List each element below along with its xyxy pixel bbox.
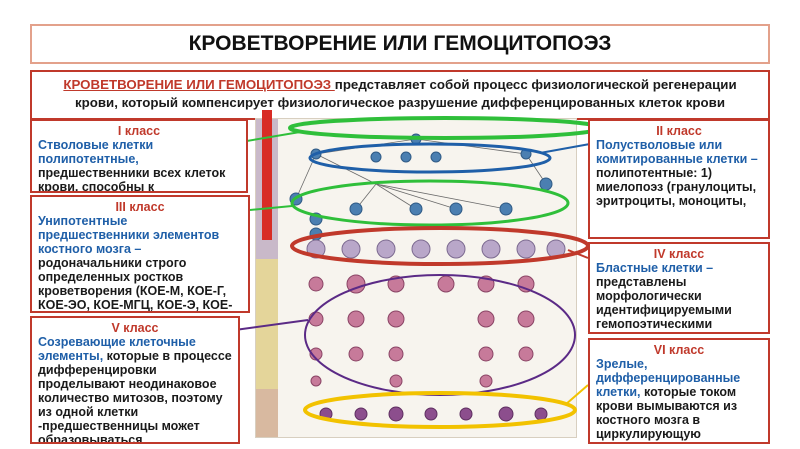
class-6-box: VI класс Зрелые, дифференцированные клет… [588,338,770,444]
class-4-box: IV класс Бластные клетки – представлены … [588,242,770,334]
class-4-text: представлены морфологически идентифициру… [596,275,732,332]
intro-highlight: КРОВЕТВОРЕНИЕ ИЛИ ГЕМОЦИТОПОЭЗ [63,77,335,92]
class-5-box: V класс Созревающие клеточные элементы, … [30,316,240,444]
class-3-label: III класс [115,200,165,214]
class-4-title: Бластные клетки – [596,261,714,275]
class-3-title: Унипотентные предшественники элементов к… [38,214,220,256]
class-1-title: Стволовые клетки полипотентные, [38,138,154,166]
connector-bar [262,110,272,240]
class-5-text: которые в процессе дифференцировки проде… [38,349,232,444]
diagram-sidebar [256,119,278,437]
class-5-title: Созревающие клеточные элементы, [38,335,196,363]
class-6-title: Зрелые, дифференцированные клетки, [596,357,741,399]
class-1-text: предшественники всех клеток крови, спосо… [38,166,226,193]
class-6-text: которые током крови вымываются из костно… [596,385,738,441]
class-1-label: I класс [117,124,161,138]
class-3-box: III класс Унипотентные предшественники э… [30,195,250,313]
class-1-box: I класс Стволовые клетки полипотентные, … [30,119,248,193]
intro-text: представляет собой процесс физиологическ… [74,77,737,110]
class-4-label: IV класс [653,247,705,261]
class-2-label: II класс [656,124,702,138]
class-2-box: II класс Полустволовые или комитированны… [588,119,770,239]
class-2-title: Полустволовые или комитированные клетки … [596,138,758,166]
slide-title: КРОВЕТВОРЕНИЕ ИЛИ ГЕМОЦИТОПОЭЗ [30,24,770,64]
class-3-text: родоначальники строго определенных ростк… [38,256,233,312]
class-2-text: полипотентные: 1) миелопоэз (гранулоциты… [596,166,757,208]
class-5-label: V класс [111,321,159,335]
class-6-label: VI класс [653,343,705,357]
intro-definition: КРОВЕТВОРЕНИЕ ИЛИ ГЕМОЦИТОПОЭЗ представл… [30,70,770,120]
